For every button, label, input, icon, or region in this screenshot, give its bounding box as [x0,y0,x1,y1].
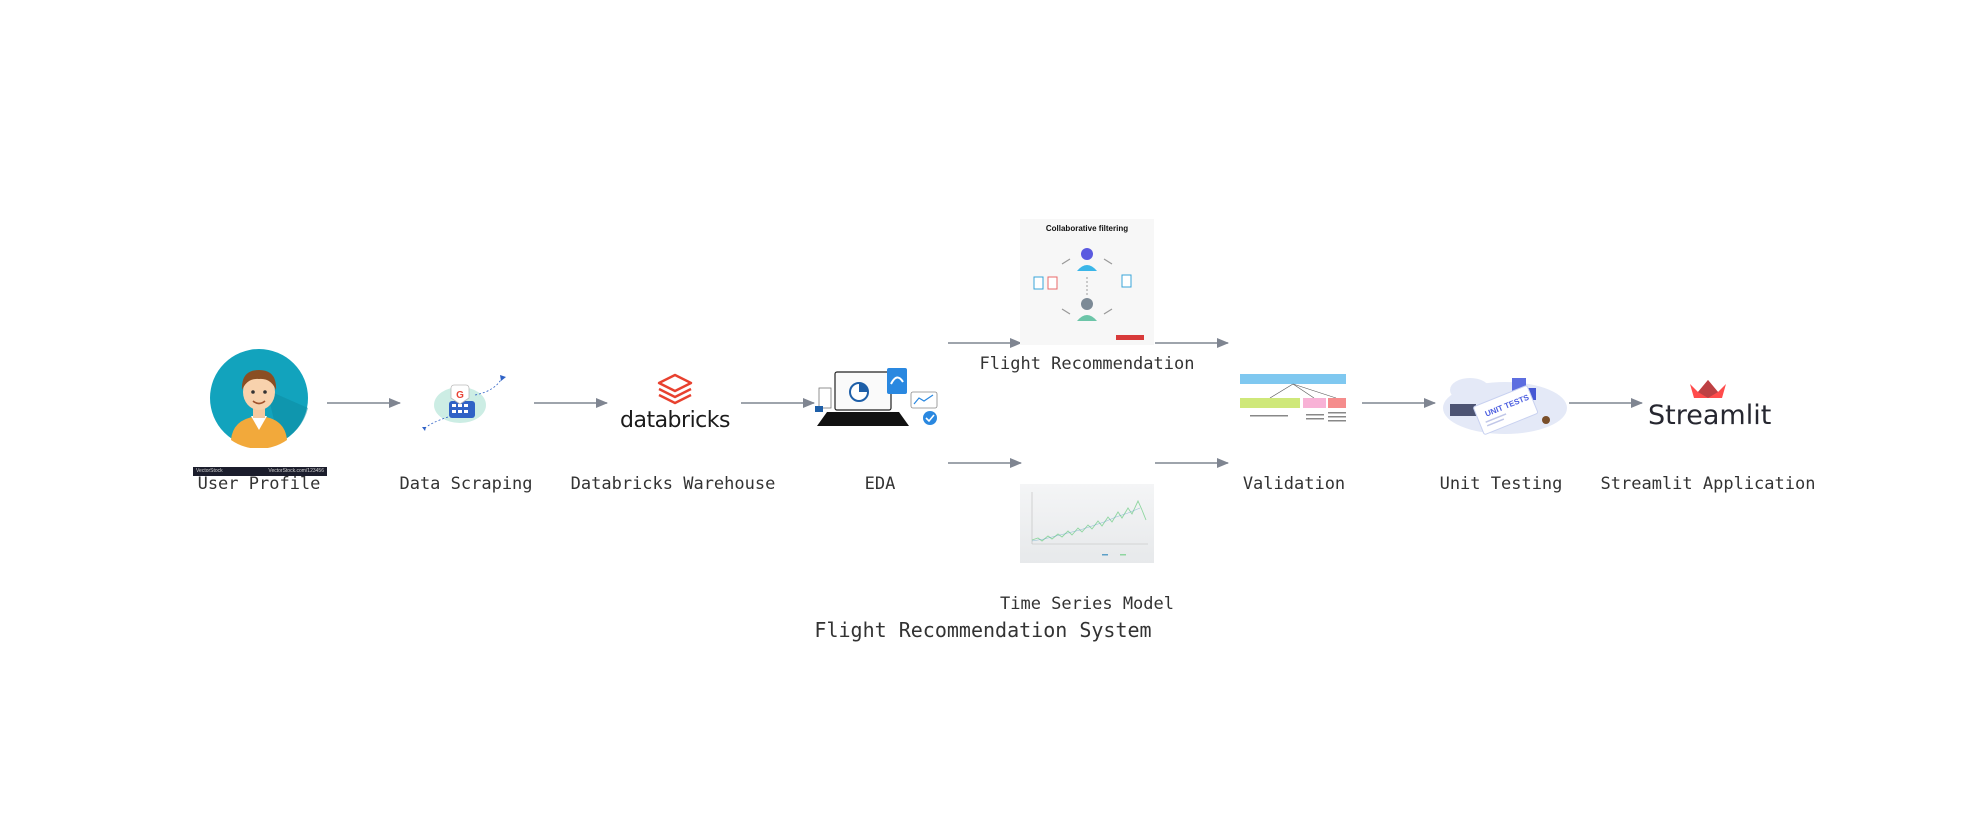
node-streamlit-application: Streamlit [1648,378,1772,434]
streamlit-wordmark: Streamlit [1648,400,1772,431]
user-avatar-icon [210,349,308,449]
label-databricks-warehouse: Databricks Warehouse [570,474,776,494]
collaborative-filtering-title: Collaborative filtering [1045,224,1129,233]
collaborative-filtering-image: Collaborative filtering [1020,219,1154,345]
streamlit-logo [1690,380,1726,398]
node-eda [813,366,943,446]
analytics-laptop-icon [815,368,938,426]
label-eda: EDA [864,474,896,494]
node-databricks-warehouse: databricks [615,372,735,434]
label-flight-recommendation: Flight Recommendation [979,354,1195,374]
label-unit-testing: Unit Testing [1439,474,1563,494]
time-series-chart-image [1020,484,1154,563]
unit-tests-icon: UNIT TESTS [1443,378,1567,435]
databricks-wordmark: databricks [620,408,730,433]
collaborative-filtering-diagram [1033,248,1144,340]
node-unit-testing: UNIT TESTS [1440,372,1570,438]
label-validation: Validation [1242,474,1346,494]
vectorstock-watermark: VectorStock VectorStock.com/123456 [193,467,327,476]
label-streamlit-application: Streamlit Application [1600,474,1816,494]
label-data-scraping: Data Scraping [399,474,533,494]
svg-text:G: G [456,390,464,401]
databricks-logo [657,373,693,405]
time-series-line-graphic [1031,492,1148,556]
data-split-image [1240,374,1348,430]
node-user-profile [209,348,309,449]
google-scraping-icon: G [422,375,506,431]
diagram-title: Flight Recommendation System [814,618,1152,642]
label-time-series-model: Time Series Model [1000,594,1174,614]
vectorstock-left-text: VectorStock [196,468,223,474]
label-user-profile: User Profile [197,474,321,494]
train-validation-test-split-graphic [1240,374,1346,422]
node-data-scraping: G [420,373,512,433]
vectorstock-right-text: VectorStock.com/123456 [268,468,324,474]
